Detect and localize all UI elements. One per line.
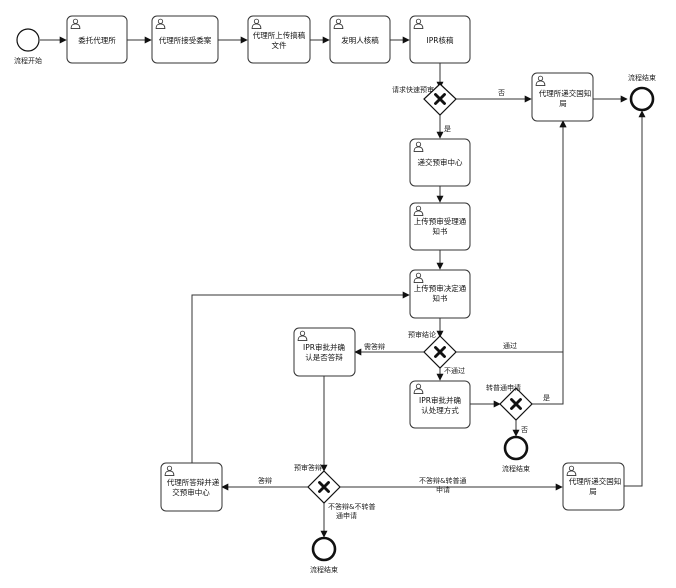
task-t8-label-line2: 知书 [433, 226, 448, 236]
task-t12-label-line1: 代理所答辩并递 [167, 477, 220, 487]
flow-g2-t6 [456, 120, 567, 353]
task-t12-label-line2: 交预审中心 [172, 487, 210, 497]
gateway-review-result-label: 预审结论 [408, 330, 436, 339]
gateway-review-result [423, 335, 457, 369]
edge-label-need-defense: 需答辩 [364, 342, 385, 351]
task-t4-label: 发明人核稿 [341, 35, 379, 45]
edge-label-to-normal-line1: 不答辩&转普通 [419, 476, 466, 485]
task-t9-label-line2: 知书 [433, 293, 448, 303]
task-t11[interactable]: IPR审批并确 认处理方式 [409, 380, 471, 429]
edge-label-yes-3: 是 [543, 394, 550, 402]
task-t13-label-line2: 局 [589, 487, 597, 496]
task-t5[interactable]: IPR核稿 [409, 15, 471, 64]
task-t5-label: IPR核稿 [427, 35, 454, 45]
gateway-fast-review-label: 请求快速预审 [392, 85, 434, 94]
task-t10-label-line2: 认是否答辩 [305, 352, 343, 362]
gateway-defense [307, 470, 341, 504]
task-t10[interactable]: IPR审批并确 认是否答辩 [293, 327, 356, 377]
task-t2-label: 代理所接受委案 [159, 35, 212, 45]
gateway-defense-label: 预审答辩 [294, 463, 322, 472]
task-t1[interactable]: 委托代理所 [66, 15, 128, 64]
task-t13-label-line1: 代理所递交国知 [569, 476, 622, 486]
flow-t13-end [624, 110, 646, 487]
edge-label-to-normal-line2: 申请 [436, 485, 450, 494]
task-t12[interactable]: 代理所答辩并递 交预审中心 [160, 462, 223, 512]
edge-label-not-pass: 不通过 [444, 366, 465, 375]
task-t6[interactable]: 代理所递交国知 局 [531, 72, 594, 122]
task-t7-label: 递交预审中心 [418, 157, 463, 167]
end-event-top: 流程结束 [628, 73, 656, 112]
task-t11-label-line1: IPR审批并确 [419, 395, 461, 405]
task-t3-label-line1: 代理所上传搞稿 [253, 30, 306, 40]
edge-label-defend: 答辩 [258, 476, 272, 485]
task-t8[interactable]: 上传预审受理通 知书 [409, 202, 471, 251]
edge-labels: 请求快速预审 否 是 预审结论 需答辩 通过 不通过 转普通申请 是 否 预审答… [258, 85, 550, 520]
task-t1-label: 委托代理所 [78, 35, 116, 45]
task-t11-label-line2: 认处理方式 [421, 405, 459, 415]
gateway-to-normal-label: 转普通申请 [486, 383, 521, 392]
task-t9-label-line1: 上传预审决定通 [414, 283, 467, 293]
task-t6-label-line2: 局 [559, 99, 567, 108]
task-t2[interactable]: 代理所接受委案 [151, 15, 219, 64]
connectors [40, 36, 646, 538]
end-event-bottom: 流程结束 [310, 536, 338, 574]
edge-label-no-1: 否 [498, 89, 505, 97]
flow-t12-t9 [191, 291, 410, 463]
edge-label-no-normal-line1: 不答辩&不转普 [328, 502, 375, 511]
task-t7[interactable]: 递交预审中心 [409, 138, 471, 187]
gateway-fast-review [423, 83, 457, 116]
start-event-label: 流程开始 [14, 56, 42, 65]
flow-g3-t6 [531, 120, 567, 405]
edge-label-no-3: 否 [521, 426, 528, 434]
edge-label-pass: 通过 [503, 341, 517, 350]
task-t3-label-line2: 文件 [272, 40, 287, 50]
end-event-top-label: 流程结束 [628, 73, 656, 82]
edge-label-yes-1: 是 [444, 125, 451, 133]
task-t9[interactable]: 上传预审决定通 知书 [409, 269, 471, 319]
start-event: 流程开始 [14, 28, 42, 65]
end-event-bottom-label: 流程结束 [310, 565, 338, 574]
task-t10-label-line1: IPR审批并确 [303, 342, 345, 352]
task-t8-label-line1: 上传预审受理通 [414, 216, 467, 226]
task-t3[interactable]: 代理所上传搞稿 文件 [247, 15, 311, 64]
task-t13[interactable]: 代理所递交国知 局 [562, 462, 625, 511]
task-t4[interactable]: 发明人核稿 [329, 15, 391, 64]
end-event-mid-label: 流程结束 [502, 464, 530, 473]
task-t6-label-line1: 代理所递交国知 [539, 88, 592, 98]
edge-label-no-normal-line2: 通申请 [336, 511, 357, 520]
end-event-mid: 流程结束 [502, 435, 530, 473]
gateway-to-normal [499, 387, 533, 421]
